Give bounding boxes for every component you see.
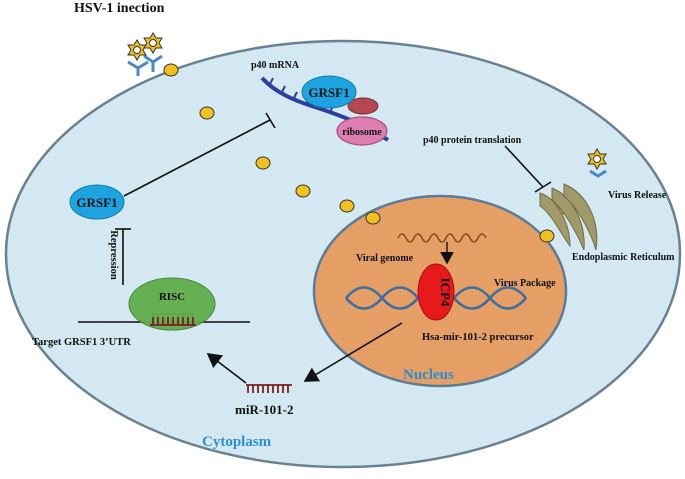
endoplasmic-reticulum — [539, 183, 598, 251]
grsf1-mrna-bound — [301, 75, 357, 109]
mir-101-2-strand — [246, 384, 292, 393]
repression-line — [115, 228, 131, 285]
mir-101-2-label: miR-101-2 — [235, 402, 294, 417]
precursor-label: Hsa-mir-101-2 precursor — [422, 332, 534, 343]
precursor-to-mir-arrow — [303, 322, 403, 382]
released-virion — [587, 148, 607, 178]
grsf1-mrna-bound-label: GRSF1 — [308, 85, 349, 100]
risc-label: RISC — [159, 291, 185, 303]
target-utr-label: Target GRSF1 3’UTR — [32, 337, 131, 348]
mir-to-risc-arrow — [206, 353, 247, 384]
receptor-complex — [127, 32, 163, 76]
endoplasmic-reticulum-label: Endoplasmic Reticulum — [572, 252, 675, 263]
ribosome-label: ribosome — [342, 127, 382, 138]
viral-genome-strand — [397, 233, 487, 243]
ribosome-small-subunit — [336, 116, 388, 146]
nucleus-label: Nucleus — [403, 367, 454, 383]
risc-bound-mirna — [150, 317, 196, 326]
cytoplasm-label: Cytoplasm — [202, 434, 272, 450]
icp4-protein — [417, 263, 455, 321]
repression-label: Repression — [108, 230, 119, 280]
virus-release-label: Virus Release — [608, 190, 667, 201]
ribosome-large-subunit — [347, 97, 379, 115]
figure-title: HSV-1 inection — [74, 1, 165, 16]
translation-inhibition-line — [504, 145, 552, 193]
viral-genome-label: Viral genome — [356, 253, 414, 264]
p40-mrna-label: p40 mRNA — [251, 60, 300, 71]
grsf1-label: GRSF1 — [76, 195, 117, 210]
risc-complex — [128, 277, 216, 331]
virus-package-label: Virus Package — [494, 278, 556, 289]
icp4-label: ICP4 — [438, 278, 453, 307]
grsf1-protein — [69, 184, 125, 220]
p40-translation-label: p40 protein translation — [423, 135, 522, 146]
grsf1-inhibition-line — [123, 112, 276, 197]
